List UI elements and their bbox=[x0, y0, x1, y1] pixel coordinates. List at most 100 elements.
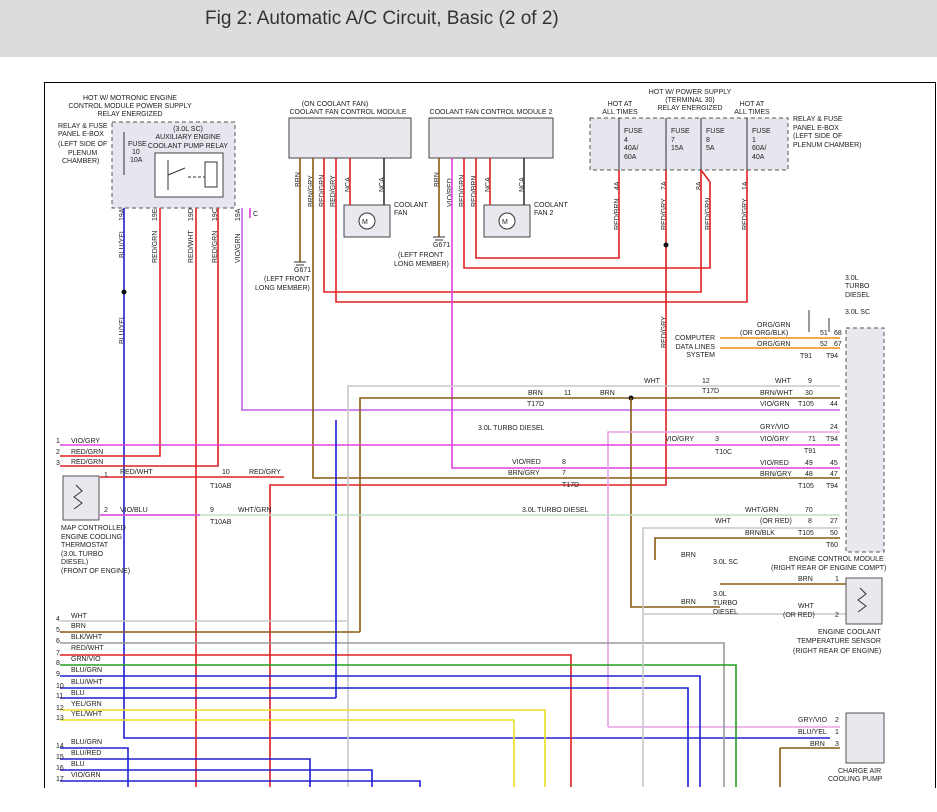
fan-control-module-2: COOLANT FAN CONTROL MODULE 2 BRN VIO/RED… bbox=[394, 109, 569, 268]
left-wire-label-3: RED/GRN bbox=[71, 459, 103, 466]
relay-sc: (3.0L SC) bbox=[173, 126, 203, 133]
fan-control-module-1: (ON COOLANT FAN) COOLANT FAN CONTROL MOD… bbox=[255, 101, 429, 292]
fuse-1-num: 1 bbox=[752, 137, 756, 144]
wire-brn-wht bbox=[359, 397, 840, 632]
brn-td-2: TURBO bbox=[713, 600, 738, 607]
fan2-wire-redgrn: RED/GRN bbox=[459, 175, 466, 207]
fan1-wire-nca1: NCA bbox=[345, 177, 352, 192]
relay-ebox-4: PLENUM bbox=[68, 150, 97, 157]
fusebox-hot-left-1: HOT AT bbox=[608, 101, 633, 108]
pump-label-1: CHARGE AIR bbox=[838, 768, 881, 775]
left-wire-label-9: BLU/GRN bbox=[71, 667, 102, 674]
left-wire-num-5: 5 bbox=[56, 627, 60, 634]
fuse-4-num: 4 bbox=[624, 137, 628, 144]
ecm-row12-wire: BRN/BLK bbox=[745, 530, 775, 537]
fuse-4-wire: RED/BRN bbox=[614, 198, 621, 230]
pump-row2-wire: BLU/YEL bbox=[798, 729, 827, 736]
ecm-row2-wire: ORG/GRN bbox=[757, 341, 790, 348]
left-wire-num-11: 11 bbox=[56, 693, 63, 700]
ect-w1: BRN bbox=[798, 576, 813, 583]
relay-wire-viogrn: VIO/GRN bbox=[235, 233, 242, 263]
conn-t10ab-b: T10AB bbox=[210, 519, 232, 526]
ecm-row11-wire: WHT bbox=[715, 518, 732, 525]
fuse-7-wire-lower: RED/GRY bbox=[661, 316, 668, 348]
left-wire-label-10: BLU/WHT bbox=[71, 679, 103, 686]
left-wire-num-1: 1 bbox=[56, 438, 60, 445]
ecm-row11-a: 8 bbox=[808, 518, 812, 525]
splice-bluyel bbox=[121, 289, 127, 295]
mid-red-gry: RED/GRY bbox=[249, 469, 281, 476]
wire-brn-blk bbox=[654, 537, 840, 560]
fan1-wire-redgrn: RED/GRN bbox=[319, 175, 326, 207]
relay-wire-redgrn-2: RED/GRN bbox=[212, 231, 219, 263]
ect-sensor-icon bbox=[857, 587, 867, 613]
fan2-header: COOLANT FAN CONTROL MODULE 2 bbox=[430, 109, 553, 116]
ect-w2: WHT bbox=[798, 603, 815, 610]
relay-header-1: HOT W/ MOTRONIC ENGINE bbox=[83, 95, 177, 102]
relay-ebox-5: CHAMBER) bbox=[62, 158, 99, 165]
wire-vio-grn-17 bbox=[60, 780, 421, 787]
relay-pin-c: C bbox=[253, 211, 258, 218]
fuse-7-num: 7 bbox=[671, 137, 675, 144]
left-wire-num-9: 9 bbox=[56, 671, 60, 678]
fan1-ground-loc-2: LONG MEMBER) bbox=[255, 285, 310, 292]
wire-gry-vio bbox=[607, 431, 840, 727]
wire-vio-grn bbox=[241, 208, 840, 411]
ecm-row1-sub: (OR ORG/BLK) bbox=[740, 330, 788, 337]
fuse-8-wire: RED/GRN bbox=[705, 198, 712, 230]
relay-coil bbox=[204, 161, 218, 188]
fan1-header-2: COOLANT FAN CONTROL MODULE bbox=[289, 109, 406, 116]
left-wire-num-14: 14 bbox=[56, 743, 64, 750]
fan1-header-1: (ON COOLANT FAN) bbox=[302, 101, 368, 108]
ecm-row5-wire: VIO/GRN bbox=[760, 401, 790, 408]
fusebox-hot-1: HOT W/ POWER SUPPLY bbox=[649, 89, 732, 96]
conn-t17d-a: T17D bbox=[702, 388, 719, 395]
ecm-row3-a: 9 bbox=[808, 378, 812, 385]
pin-10: 10 bbox=[222, 469, 230, 476]
ecm-row2-a: 52 bbox=[820, 341, 828, 348]
left-wire-label-16: BLU bbox=[71, 761, 85, 768]
fuse-1-b: 40A bbox=[752, 154, 765, 161]
wire-blk-wht-6 bbox=[60, 642, 725, 787]
left-wire-label-17: VIO/GRN bbox=[71, 772, 101, 779]
ecm-row4-a: 30 bbox=[805, 390, 813, 397]
left-wire-label-8: GRN/VIO bbox=[71, 656, 101, 663]
left-wire-num-15: 15 bbox=[56, 754, 64, 761]
wire-blu-red-15 bbox=[60, 758, 311, 787]
fan1-wire-brngry: BRN/GRY bbox=[308, 175, 315, 207]
wire-blu-yel bbox=[123, 208, 830, 739]
left-wire-num-13: 13 bbox=[56, 715, 64, 722]
fan1-label-1: COOLANT bbox=[394, 202, 429, 209]
fuse-1-pin: 1A bbox=[742, 181, 749, 190]
left-wire-label-5: BRN bbox=[71, 623, 86, 630]
title-bar: Fig 2: Automatic A/C Circuit, Basic (2 o… bbox=[0, 0, 937, 57]
left-wire-num-2: 2 bbox=[56, 449, 60, 456]
left-wire-num-8: 8 bbox=[56, 660, 60, 667]
fan1-motor-m: M bbox=[362, 219, 368, 226]
fuse-8-a: 5A bbox=[706, 145, 715, 152]
relay-pin-19c: 19C bbox=[212, 208, 219, 221]
pin-2: 2 bbox=[104, 507, 108, 514]
pump-box bbox=[845, 712, 885, 764]
conn-t10c: T10C bbox=[715, 449, 732, 456]
pin-12: 12 bbox=[702, 378, 710, 385]
datalines-1: COMPUTER bbox=[675, 335, 715, 342]
wire-brn-td bbox=[630, 398, 720, 608]
relay-wire-bluyel-lower: BLU/YEL bbox=[119, 315, 126, 344]
fan2-wire-nca2: NCA bbox=[519, 177, 526, 192]
ecm-row6-b: 24 bbox=[830, 424, 838, 431]
pin-1: 1 bbox=[104, 472, 108, 479]
conn-t105-3: T105 bbox=[798, 530, 814, 537]
pin-9: 9 bbox=[210, 507, 214, 514]
conn-t10ab-a: T10AB bbox=[210, 483, 232, 490]
pin-8: 8 bbox=[562, 459, 566, 466]
relay-wire-redwht: RED/WHT bbox=[188, 230, 195, 263]
fan2-wire-nca1: NCA bbox=[485, 177, 492, 192]
ecm-row5-b: 44 bbox=[830, 401, 838, 408]
left-wire-num-6: 6 bbox=[56, 638, 60, 645]
left-wire-num-4: 4 bbox=[56, 616, 60, 623]
mid-td: 3.0L TURBO DIESEL bbox=[478, 425, 545, 432]
relay-pin-19e: 19E bbox=[152, 208, 159, 221]
